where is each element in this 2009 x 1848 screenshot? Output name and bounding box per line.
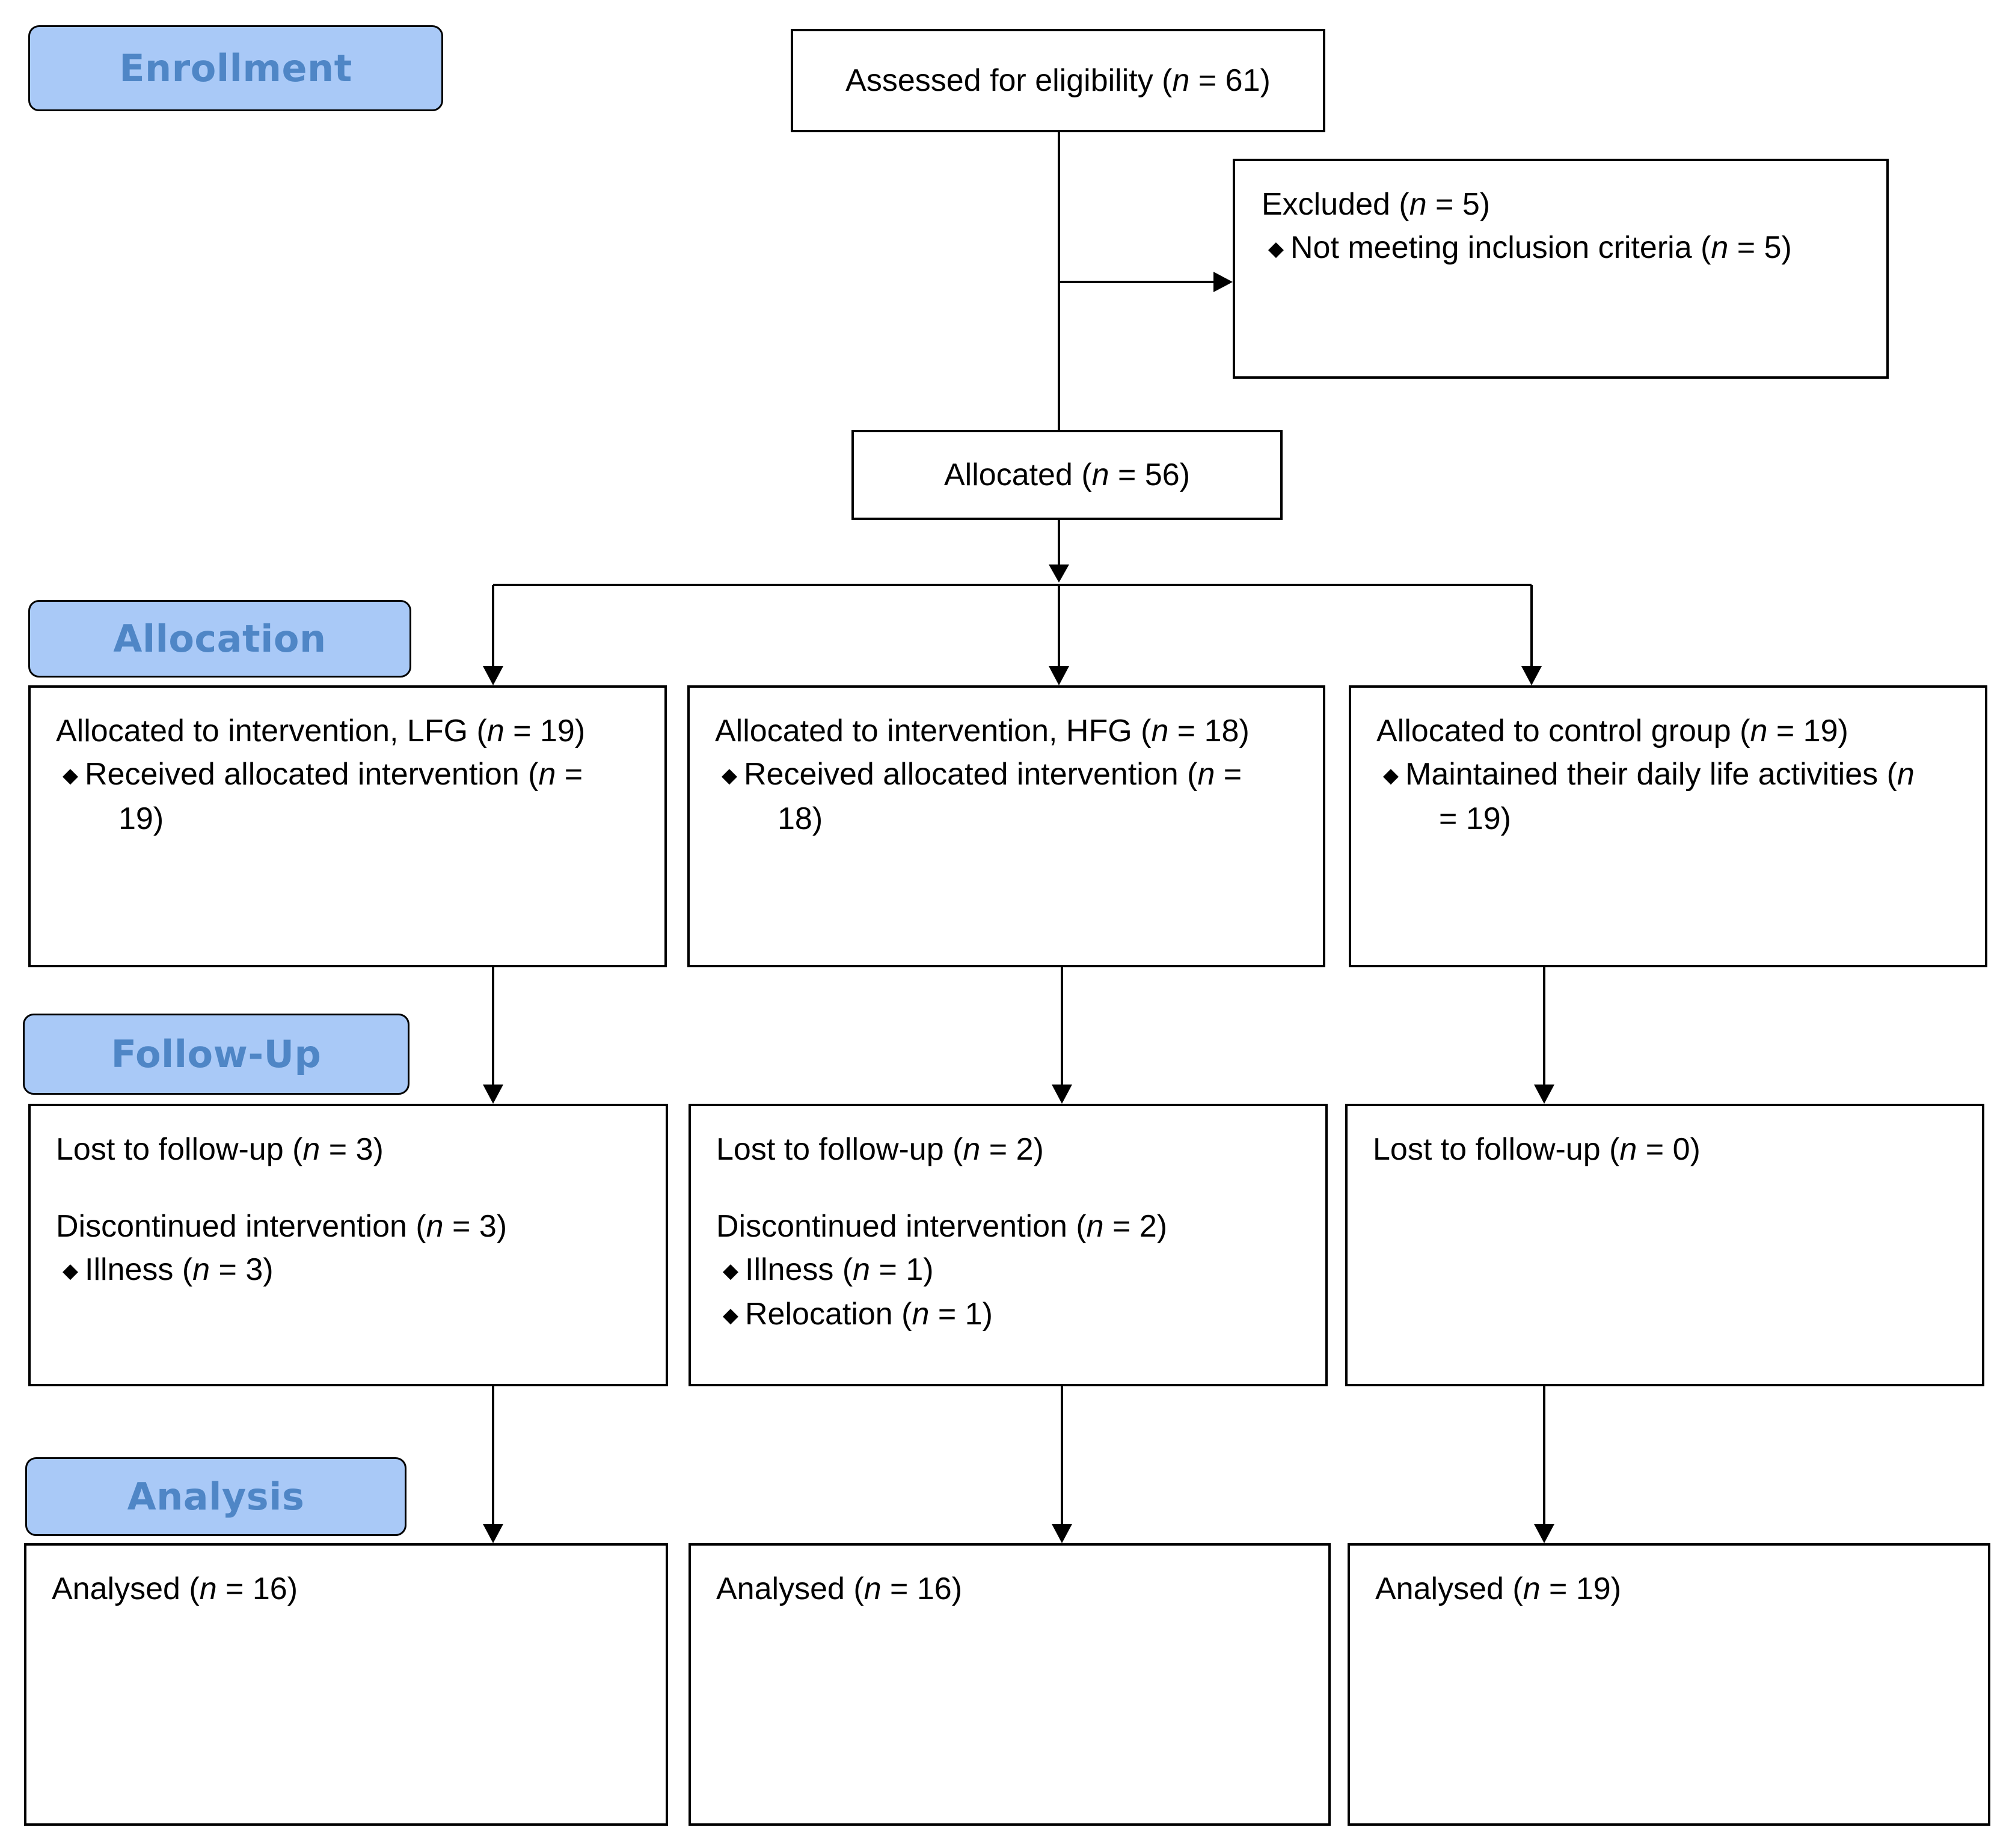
stage-analysis: Analysis — [25, 1457, 406, 1536]
arrow-hfg-followup — [1052, 1085, 1072, 1104]
stage-enrollment-label: Enrollment — [119, 46, 352, 90]
followup-box-lfg: Lost to follow-up (n = 3) Discontinued i… — [28, 1104, 668, 1386]
lost-control: Lost to follow-up (n = 0) — [1373, 1132, 1701, 1167]
allocation-detail-lfg-cont: 19) — [118, 801, 164, 836]
followup-box-control: Lost to follow-up (n = 0) — [1345, 1104, 1984, 1386]
arrow-split-control — [1521, 666, 1542, 685]
allocation-detail-control: ◆Maintained their daily life activities … — [1376, 753, 1985, 797]
arrow-split-hfg — [1049, 666, 1069, 685]
diamond-bullet-icon: ◆ — [62, 1259, 79, 1282]
reason-hfg-illness: ◆Illness (n = 1) — [716, 1248, 1325, 1293]
analysed-control: Analysed (n = 19) — [1375, 1571, 1622, 1606]
allocation-box-hfg: Allocated to intervention, HFG (n = 18) … — [687, 685, 1325, 967]
lost-lfg: Lost to follow-up (n = 3) — [56, 1132, 384, 1167]
diamond-bullet-icon: ◆ — [721, 764, 738, 787]
allocation-box-lfg: Allocated to intervention, LFG (n = 19) … — [28, 685, 667, 967]
analysis-box-lfg: Analysed (n = 16) — [24, 1543, 668, 1826]
discontinued-hfg: Discontinued intervention (n = 2) — [716, 1209, 1168, 1244]
reason-lfg-illness: ◆Illness (n = 3) — [56, 1248, 666, 1293]
assessed-box: Assessed for eligibility (n = 61) — [791, 29, 1325, 132]
allocation-title-lfg: Allocated to intervention, LFG (n = 19) — [56, 714, 586, 748]
analysed-lfg: Analysed (n = 16) — [52, 1571, 298, 1606]
allocation-detail-hfg-cont: 18) — [778, 801, 823, 836]
stage-analysis-label: Analysis — [127, 1475, 305, 1519]
analysis-box-hfg: Analysed (n = 16) — [689, 1543, 1331, 1826]
stage-follow-up-label: Follow-Up — [111, 1032, 322, 1076]
arrow-to-excluded — [1213, 272, 1233, 292]
arrow-control-followup — [1534, 1085, 1554, 1104]
arrow-lfg-followup — [483, 1085, 503, 1104]
diamond-bullet-icon: ◆ — [1382, 764, 1399, 787]
allocation-box-control: Allocated to control group (n = 19) ◆Mai… — [1349, 685, 1987, 967]
allocation-title-hfg: Allocated to intervention, HFG (n = 18) — [715, 714, 1250, 748]
arrow-hfg-analysis — [1052, 1524, 1072, 1543]
allocation-detail-hfg: ◆Received allocated intervention (n = — [715, 753, 1323, 797]
assessed-text: Assessed for eligibility (n = 61) — [845, 63, 1271, 98]
analysed-hfg: Analysed (n = 16) — [716, 1571, 963, 1606]
stage-allocation-label: Allocation — [113, 617, 327, 661]
allocation-detail-lfg: ◆Received allocated intervention (n = — [56, 753, 664, 797]
excluded-reason: ◆Not meeting inclusion criteria (n = 5) — [1262, 226, 1886, 271]
allocation-detail-control-cont: = 19) — [1439, 801, 1511, 836]
arrow-allocated-split — [1049, 564, 1069, 583]
stage-allocation: Allocation — [28, 600, 411, 678]
diamond-bullet-icon: ◆ — [722, 1259, 739, 1282]
diamond-bullet-icon: ◆ — [62, 764, 79, 787]
analysis-box-control: Analysed (n = 19) — [1348, 1543, 1990, 1826]
followup-box-hfg: Lost to follow-up (n = 2) Discontinued i… — [689, 1104, 1328, 1386]
allocated-text: Allocated (n = 56) — [943, 457, 1191, 492]
excluded-box: Excluded (n = 5) ◆Not meeting inclusion … — [1233, 159, 1889, 379]
lost-hfg: Lost to follow-up (n = 2) — [716, 1132, 1044, 1167]
arrow-split-lfg — [483, 666, 503, 685]
arrow-control-analysis — [1534, 1524, 1554, 1543]
allocated-box: Allocated (n = 56) — [851, 430, 1283, 520]
stage-enrollment: Enrollment — [28, 25, 443, 111]
reason-hfg-relocation: ◆Relocation (n = 1) — [716, 1293, 1325, 1337]
diamond-bullet-icon: ◆ — [722, 1304, 739, 1327]
stage-follow-up: Follow-Up — [23, 1014, 409, 1095]
allocation-title-control: Allocated to control group (n = 19) — [1376, 714, 1848, 748]
arrow-lfg-analysis — [483, 1524, 503, 1543]
discontinued-lfg: Discontinued intervention (n = 3) — [56, 1209, 508, 1244]
excluded-title: Excluded (n = 5) — [1262, 187, 1491, 222]
diamond-bullet-icon: ◆ — [1268, 237, 1284, 260]
